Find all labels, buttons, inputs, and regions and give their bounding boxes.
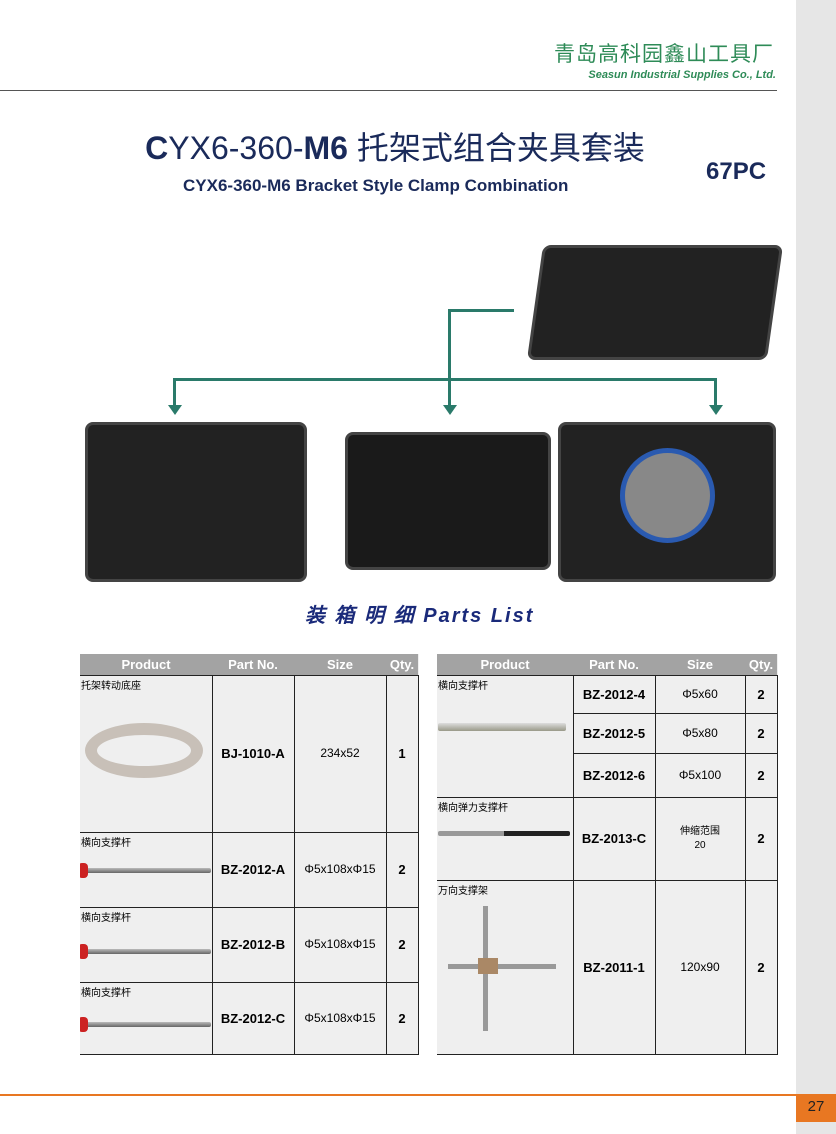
product-name: 横向支撑杆 xyxy=(438,680,488,692)
size: 伸缩范围 20 xyxy=(654,796,746,881)
table-row: 横向支撑杆 BZ-2012-A Φ5x108xΦ15 2 xyxy=(80,831,419,908)
piece-count: 67PC xyxy=(706,158,767,185)
connector xyxy=(173,378,717,381)
page-number: 27 xyxy=(796,1094,836,1122)
qty: 2 xyxy=(744,674,778,714)
qty: 2 xyxy=(744,752,778,798)
part-no: BJ-1010-A xyxy=(211,674,295,833)
connector xyxy=(448,309,451,407)
col-product: Product xyxy=(80,654,212,675)
qty: 2 xyxy=(385,831,419,908)
table-row: 横向支撑杆 BZ-2012-4 Φ5x60 2 xyxy=(437,674,778,798)
product-name: 横向弹力支撑杆 xyxy=(438,802,508,814)
qty: 2 xyxy=(744,879,778,1055)
table-row: 横向支撑杆 BZ-2012-B Φ5x108xΦ15 2 xyxy=(80,906,419,983)
product-image xyxy=(438,830,570,836)
title-cn: 托架式组合夹具套装 xyxy=(347,130,645,166)
size: 234x52 xyxy=(293,674,387,833)
size: Φ5x100 xyxy=(654,752,746,798)
part-no: BZ-2013-C xyxy=(572,796,656,881)
product-image xyxy=(80,862,211,878)
connector xyxy=(714,378,717,408)
divider xyxy=(0,90,777,91)
part-no: BZ-2012-4 xyxy=(572,674,656,714)
qty: 2 xyxy=(744,796,778,881)
col-qty: Qty. xyxy=(386,654,418,675)
size: Φ5x108xΦ15 xyxy=(293,831,387,908)
col-size: Size xyxy=(294,654,386,675)
footer-line xyxy=(0,1094,796,1096)
product-name: 横向支撑杆 xyxy=(81,837,131,849)
page-subtitle: CYX6-360-M6 Bracket Style Clamp Combinat… xyxy=(183,176,569,195)
size: 120x90 xyxy=(654,879,746,1055)
qty: 2 xyxy=(385,906,419,983)
part-no: BZ-2012-A xyxy=(211,831,295,908)
part-no: BZ-2012-6 xyxy=(572,752,656,798)
size-label: 伸缩范围 xyxy=(680,825,720,837)
company-name-en: Seasun Industrial Supplies Co., Ltd. xyxy=(588,69,776,81)
connector xyxy=(173,378,176,408)
size: Φ5x60 xyxy=(654,674,746,714)
col-part: Part No. xyxy=(573,654,655,675)
product-image xyxy=(80,1016,211,1032)
table-row: 托架转动底座 BJ-1010-A 234x52 1 xyxy=(80,674,419,833)
table-row: 横向弹力支撑杆 BZ-2013-C 伸缩范围 20 2 xyxy=(437,796,778,881)
part-no: BZ-2011-1 xyxy=(572,879,656,1055)
part-no: BZ-2012-5 xyxy=(572,712,656,754)
open-case-tray-1-image xyxy=(85,422,307,582)
part-no: BZ-2012-C xyxy=(211,981,295,1055)
page-sidebar xyxy=(796,0,836,1134)
arrow-down-icon xyxy=(709,405,723,422)
qty: 2 xyxy=(385,981,419,1055)
product-name: 横向支撑杆 xyxy=(81,987,131,999)
size: Φ5x108xΦ15 xyxy=(293,981,387,1055)
product-name: 横向支撑杆 xyxy=(81,912,131,924)
title-c: C xyxy=(145,130,169,166)
arrow-down-icon xyxy=(168,405,182,422)
product-image xyxy=(80,943,211,959)
product-image xyxy=(438,898,572,1038)
company-name-cn: 青岛高科园鑫山工具厂 xyxy=(554,43,774,66)
col-part: Part No. xyxy=(212,654,294,675)
qty: 2 xyxy=(744,712,778,754)
size-value: 20 xyxy=(694,839,706,851)
connector xyxy=(448,309,514,312)
col-qty: Qty. xyxy=(745,654,777,675)
qty: 1 xyxy=(385,674,419,833)
size: Φ5x80 xyxy=(654,712,746,754)
col-size: Size xyxy=(655,654,745,675)
product-image xyxy=(438,722,566,731)
arrow-down-icon xyxy=(443,405,457,422)
col-product: Product xyxy=(437,654,573,675)
table-row: 横向支撑杆 BZ-2012-C Φ5x108xΦ15 2 xyxy=(80,981,419,1055)
tray-2-image xyxy=(345,432,551,570)
closed-case-image xyxy=(526,245,784,360)
product-name: 托架转动底座 xyxy=(81,680,141,692)
part-no: BZ-2012-B xyxy=(211,906,295,983)
product-image xyxy=(85,722,203,778)
parts-list-title: 装 箱 明 细 Parts List xyxy=(305,605,535,627)
size: Φ5x108xΦ15 xyxy=(293,906,387,983)
table-row: 万向支撑架 BZ-2011-1 120x90 2 xyxy=(437,879,778,1055)
table-row: BZ-2012-6 Φ5x100 2 xyxy=(437,752,778,798)
product-name: 万向支撑架 xyxy=(438,885,488,897)
title-model: YX6-360- xyxy=(168,130,304,166)
title-model-bold: M6 xyxy=(303,130,348,166)
page-title: CYX6-360-M6 托架式组合夹具套装 xyxy=(90,130,700,166)
rotating-base-image xyxy=(620,448,715,543)
